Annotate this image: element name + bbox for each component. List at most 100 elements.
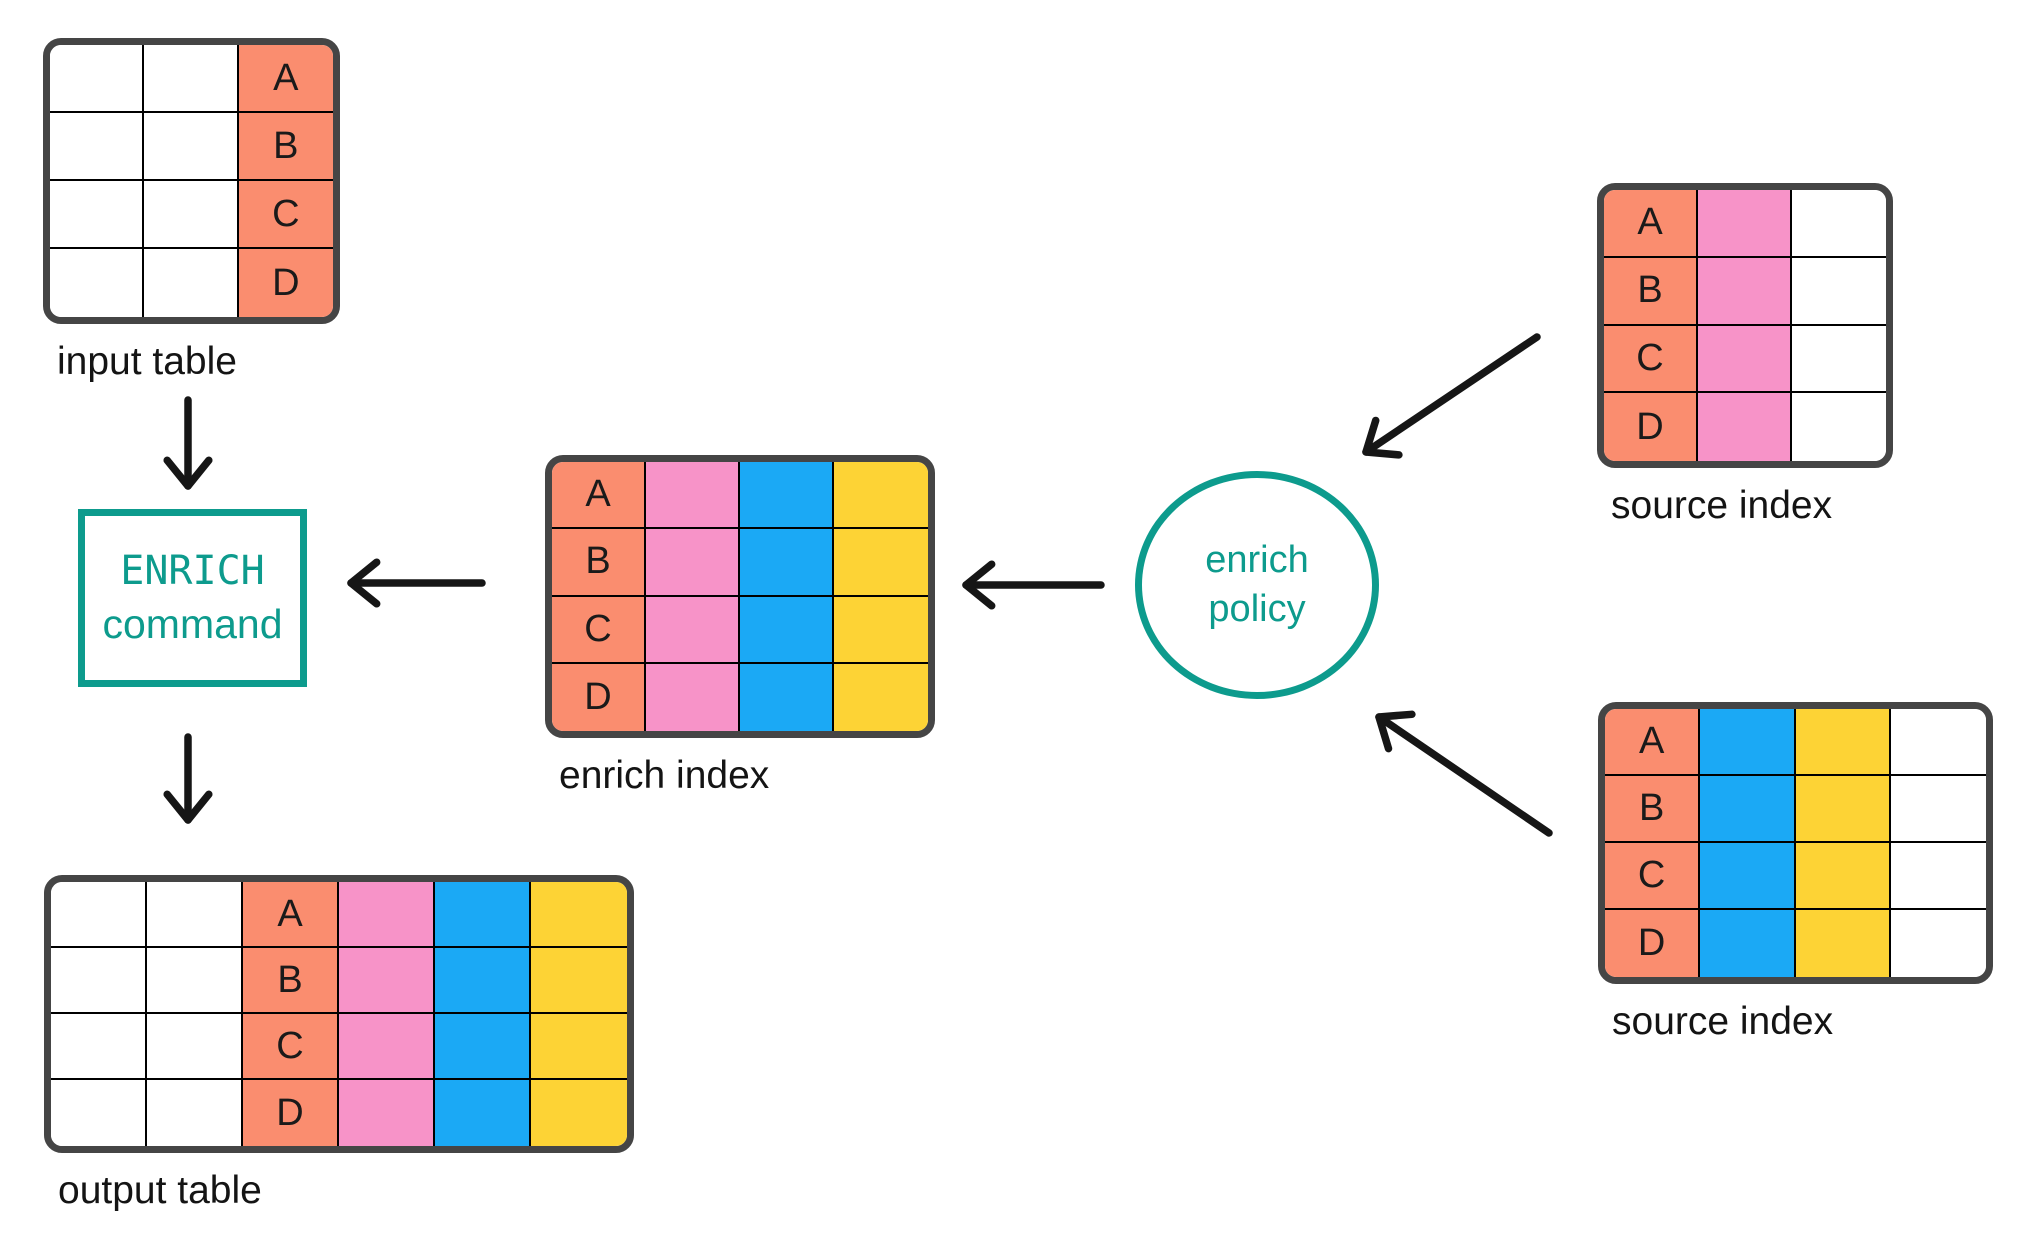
table-cell (1890, 910, 1986, 977)
arrow-input-table-to-enrich-command (163, 396, 213, 490)
table-cell: C (1604, 325, 1698, 394)
arrow-enrich-index-to-enrich-command (347, 558, 486, 608)
table-cell (740, 462, 834, 530)
enrich-command-box: ENRICH command (78, 509, 307, 687)
arrow-enrich-policy-to-enrich-index (962, 560, 1105, 610)
table-cell (1890, 776, 1986, 843)
table-cell (435, 948, 531, 1014)
table-cell (1890, 709, 1986, 776)
enrich-policy-line2: policy (1208, 588, 1306, 630)
table-cell (51, 1014, 147, 1080)
source-index-bottom-label: source index (1612, 1000, 1834, 1043)
table-cell (50, 181, 145, 249)
table-cell: D (243, 1080, 339, 1146)
table-cell: B (552, 529, 646, 597)
table-cell (531, 948, 627, 1014)
arrow-source-index-top-to-enrich-policy (1362, 333, 1541, 459)
table-cell (50, 249, 145, 317)
table-cell (646, 529, 740, 597)
table-cell: C (243, 1014, 339, 1080)
table-cell (531, 1014, 627, 1080)
table-cell (50, 113, 145, 181)
table-cell: B (1605, 776, 1701, 843)
table-cell: D (1604, 393, 1698, 461)
table-cell (646, 663, 740, 731)
table-cell (144, 45, 239, 113)
table-cell: D (238, 249, 333, 317)
table-cell (1792, 257, 1886, 326)
table-cell (646, 462, 740, 530)
table-cell (1698, 257, 1792, 326)
input-table-label: input table (57, 340, 237, 383)
table-cell (834, 663, 928, 731)
table-cell (435, 1014, 531, 1080)
arrow-source-index-bottom-to-enrich-policy (1375, 710, 1553, 837)
table-cell (1795, 843, 1891, 910)
table-cell (1792, 190, 1886, 258)
table-cell (50, 45, 145, 113)
table-cell: B (243, 948, 339, 1014)
table-cell (1698, 190, 1792, 258)
table-cell: B (238, 113, 333, 181)
table-cell (1700, 709, 1796, 776)
enrich-policy-line1: enrich (1205, 539, 1309, 581)
table-cell (339, 1080, 435, 1146)
enrich-command-word: command (102, 601, 283, 647)
table-cell (1700, 843, 1796, 910)
table-cell (1792, 325, 1886, 394)
table-cell: A (243, 882, 339, 948)
table-cell: C (1605, 843, 1701, 910)
table-cell (1795, 709, 1891, 776)
enrich-policy-circle: enrich policy (1135, 471, 1379, 699)
table-cell: A (552, 462, 646, 530)
table-cell (51, 1080, 147, 1146)
table-cell (531, 1080, 627, 1146)
enrich-index-label: enrich index (559, 754, 770, 797)
table-cell (834, 462, 928, 530)
table-cell (144, 113, 239, 181)
table-cell: A (238, 45, 333, 113)
table-cell: D (1605, 910, 1701, 977)
table-cell (144, 249, 239, 317)
table-cell (1698, 393, 1792, 461)
table-cell (147, 1014, 243, 1080)
table-cell (531, 882, 627, 948)
table-cell (147, 882, 243, 948)
table-cell (740, 663, 834, 731)
table-cell (1890, 843, 1986, 910)
table-cell (51, 948, 147, 1014)
table-cell (435, 1080, 531, 1146)
table-cell (339, 948, 435, 1014)
table-cell: D (552, 663, 646, 731)
table-cell (646, 596, 740, 664)
table-cell: A (1604, 190, 1698, 258)
table-cell: B (1604, 257, 1698, 326)
table-cell (1700, 776, 1796, 843)
table-cell: C (552, 596, 646, 664)
table-cell (1795, 910, 1891, 977)
table-cell (1795, 776, 1891, 843)
table-cell (147, 948, 243, 1014)
table-cell (144, 181, 239, 249)
table-cell (339, 882, 435, 948)
table-cell (834, 596, 928, 664)
source-index-top-label: source index (1611, 484, 1833, 527)
table-cell (834, 529, 928, 597)
table-cell: C (238, 181, 333, 249)
table-cell (740, 596, 834, 664)
arrow-enrich-command-to-output-table (163, 733, 213, 824)
enrich-command-keyword: ENRICH (120, 548, 265, 594)
table-cell (147, 1080, 243, 1146)
table-cell (435, 882, 531, 948)
output-table-label: output table (58, 1169, 262, 1212)
table-cell (740, 529, 834, 597)
